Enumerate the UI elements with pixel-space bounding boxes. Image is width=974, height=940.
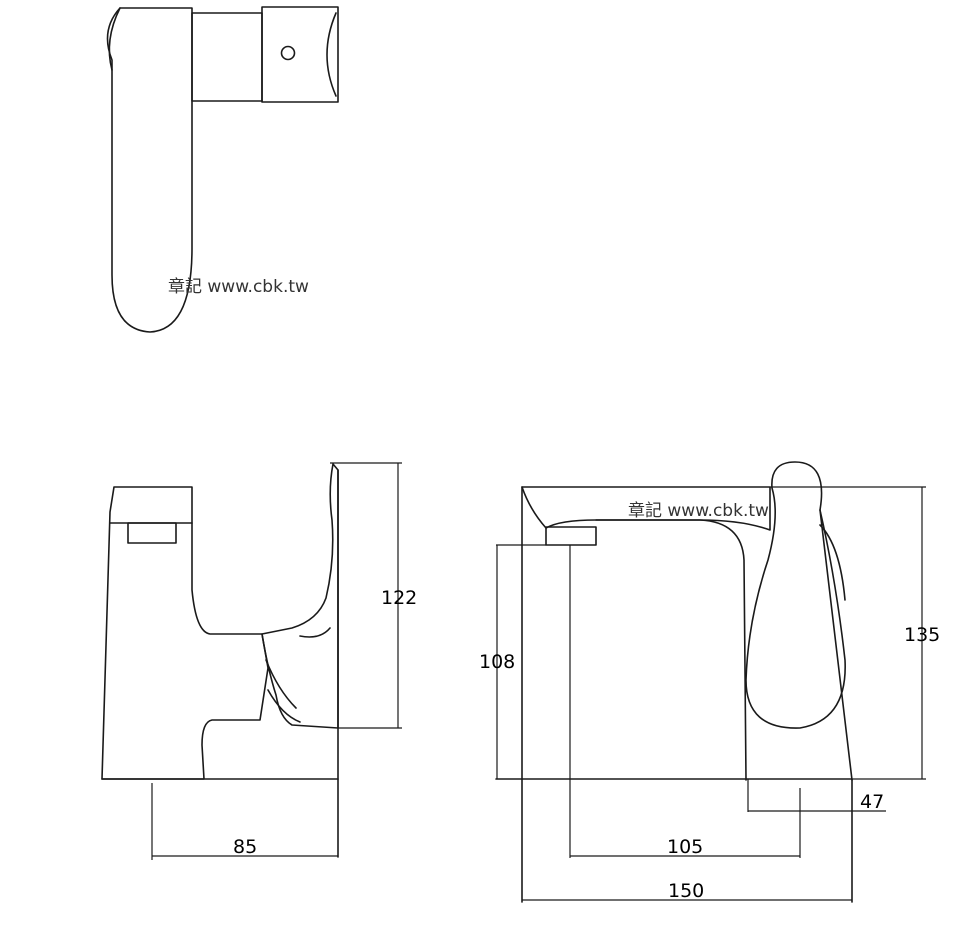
side-view-lever [261,463,339,729]
front-view-handle-edge [819,509,853,781]
dim-105-label: 105 [667,836,703,858]
top-view-handle [106,7,193,333]
front-view-spout-underside [595,519,747,781]
front-view: 108 135 47 105 150 章記 www.cbk.tw [479,461,940,903]
top-view-cap-curve [326,12,337,97]
front-view-aerator [545,526,597,546]
watermark-front: 章記 www.cbk.tw [628,501,769,521]
side-view: 122 85 [101,462,417,860]
top-view-screw-hole [280,45,296,61]
dim-150-label: 150 [668,880,704,902]
top-view-handle-edge [108,7,121,71]
dim-108-label: 108 [479,651,515,673]
dim-135-label: 135 [904,624,940,646]
dim-85-label: 85 [233,836,257,858]
side-view-body [101,486,269,780]
side-view-lever-detail [265,627,331,723]
top-view: 章記 www.cbk.tw [106,6,339,333]
top-view-cap [261,6,339,103]
front-view-spout [521,486,771,531]
dim-122-label: 122 [381,587,417,609]
side-view-aerator [127,522,177,544]
top-view-body [191,12,263,102]
watermark-top: 章記 www.cbk.tw [168,277,309,297]
dim-47-label: 47 [860,791,884,813]
front-view-handle [745,461,846,729]
